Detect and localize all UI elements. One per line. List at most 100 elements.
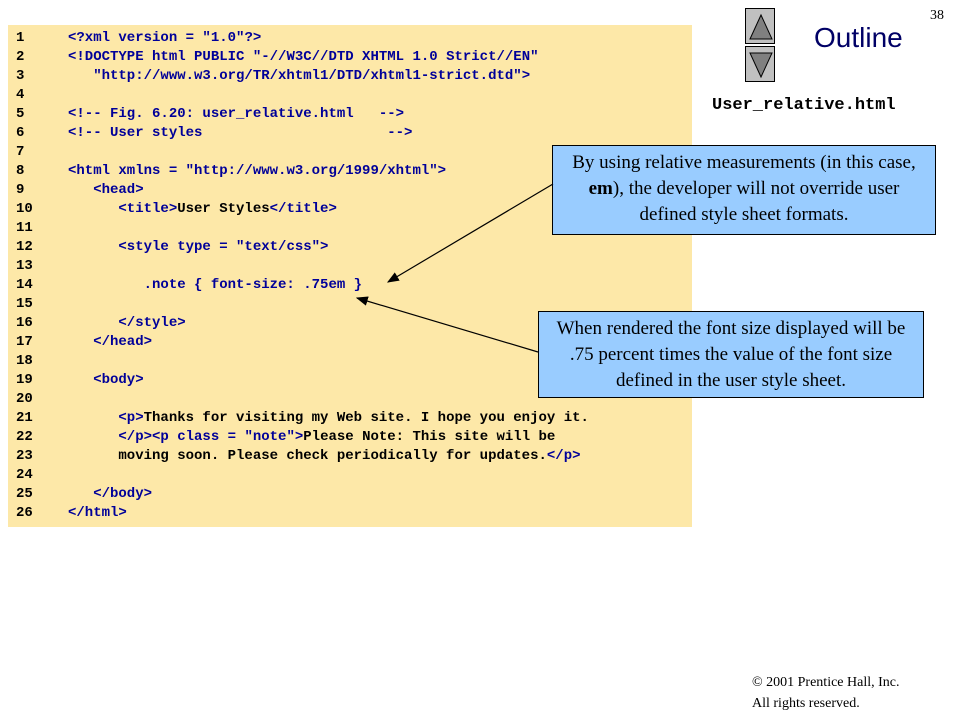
- code-token: <head>: [68, 182, 144, 198]
- code-token: >: [437, 163, 447, 179]
- code-token: "text/css": [236, 239, 321, 255]
- code-line: 13: [8, 257, 692, 276]
- line-number: 14: [16, 277, 33, 293]
- up-arrow-icon: [749, 13, 773, 40]
- line-number: 17: [16, 334, 33, 350]
- callout-relative-measurements: By using relative measurements (in this …: [552, 145, 936, 235]
- arrow-to-em-value: [355, 296, 539, 353]
- line-number: 4: [16, 87, 25, 103]
- code-line: 9 <head>: [8, 181, 692, 200]
- line-number: 3: [16, 68, 25, 84]
- code-token: <p>: [68, 410, 144, 426]
- line-number: 20: [16, 391, 33, 407]
- line-number: 2: [16, 49, 25, 65]
- line-number: 10: [16, 201, 33, 217]
- code-text: </p><p class = "note">Please Note: This …: [68, 428, 555, 447]
- copyright: © 2001 Prentice Hall, Inc. All rights re…: [752, 672, 900, 714]
- line-number: 26: [16, 505, 33, 521]
- code-token: </p>: [546, 448, 581, 464]
- code-panel: 1 <?xml version = "1.0"?> 2 <!DOCTYPE html …: [8, 25, 692, 527]
- line-number: 1: [16, 30, 25, 46]
- code-token: ?>: [244, 30, 262, 46]
- code-text: </html>: [68, 504, 127, 523]
- code-token: </p><p class =: [68, 429, 245, 445]
- callout-text-pre: By using relative measurements (in this …: [572, 152, 916, 173]
- code-text: <!-- User styles -->: [68, 124, 412, 143]
- line-number: 15: [16, 296, 33, 312]
- code-token: "1.0": [202, 30, 245, 46]
- code-token: <body>: [68, 372, 144, 388]
- code-token: >: [320, 239, 329, 255]
- code-text: </style>: [68, 314, 186, 333]
- code-text: "http://www.w3.org/TR/xhtml1/DTD/xhtml1-…: [68, 67, 530, 86]
- code-text: <!DOCTYPE html PUBLIC "-//W3C//DTD XHTML…: [68, 48, 539, 67]
- code-token: <!-- User styles -->: [68, 125, 413, 141]
- callout-text: When rendered the font size displayed wi…: [556, 318, 906, 391]
- code-line: 7: [8, 143, 692, 162]
- code-token: <style type =: [68, 239, 237, 255]
- code-text: <body>: [68, 371, 144, 390]
- code-token: </title>: [269, 201, 337, 217]
- line-number: 6: [16, 125, 25, 141]
- code-token: Please Note: This site will be: [303, 429, 556, 445]
- code-line: 23 moving soon. Please check periodicall…: [8, 447, 692, 466]
- code-text: moving soon. Please check periodically f…: [68, 447, 581, 466]
- code-text: <!-- Fig. 6.20: user_relative.html -->: [68, 105, 404, 124]
- line-number: 9: [16, 182, 25, 198]
- code-line: 3 "http://www.w3.org/TR/xhtml1/DTD/xhtml…: [8, 67, 692, 86]
- nav-up-button[interactable]: [745, 8, 775, 44]
- code-line: 21 <p>Thanks for visiting my Web site. I…: [8, 409, 692, 428]
- code-line: 4: [8, 86, 692, 105]
- code-line: 25 </body>: [8, 485, 692, 504]
- copyright-line-2: All rights reserved.: [752, 696, 860, 711]
- line-number: 7: [16, 144, 25, 160]
- code-text: </head>: [68, 333, 152, 352]
- line-number: 8: [16, 163, 25, 179]
- code-token: Thanks for visiting my Web site. I hope …: [143, 410, 589, 426]
- line-number: 11: [16, 220, 33, 236]
- copyright-line-1: © 2001 Prentice Hall, Inc.: [752, 675, 900, 690]
- code-token: "http://www.w3.org/1999/xhtml": [185, 163, 438, 179]
- code-text: <head>: [68, 181, 144, 200]
- code-token: <html xmlns =: [68, 163, 186, 179]
- code-token: >: [521, 68, 531, 84]
- code-token: moving soon. Please check periodically f…: [68, 448, 547, 464]
- code-line: 18: [8, 352, 692, 371]
- code-token: </style>: [68, 315, 186, 331]
- code-text: <?xml version = "1.0"?>: [68, 29, 261, 48]
- slide-number: 38: [930, 8, 944, 23]
- line-number: 5: [16, 106, 25, 122]
- code-text: <html xmlns = "http://www.w3.org/1999/xh…: [68, 162, 446, 181]
- code-text: .note { font-size: .75em }: [68, 276, 362, 295]
- code-line: 1 <?xml version = "1.0"?>: [8, 29, 692, 48]
- code-token: >: [294, 429, 304, 445]
- code-line: 5 <!-- Fig. 6.20: user_relative.html -->: [8, 105, 692, 124]
- code-text: <p>Thanks for visiting my Web site. I ho…: [68, 409, 589, 428]
- code-line: 17 </head>: [8, 333, 692, 352]
- code-token: <!-- Fig. 6.20: user_relative.html -->: [68, 106, 405, 122]
- line-number: 16: [16, 315, 33, 331]
- code-line: 14 .note { font-size: .75em }: [8, 276, 692, 295]
- code-token: </html>: [68, 505, 127, 521]
- arrow-to-font-size: [386, 183, 554, 283]
- code-token: User Styles: [177, 201, 270, 217]
- line-number: 18: [16, 353, 33, 369]
- code-token: "-//W3C//DTD XHTML 1.0 Strict//EN": [252, 49, 539, 65]
- code-line: 22 </p><p class = "note">Please Note: Th…: [8, 428, 692, 447]
- nav-down-button[interactable]: [745, 46, 775, 82]
- callout-font-size: When rendered the font size displayed wi…: [538, 311, 924, 398]
- code-token: <!DOCTYPE html PUBLIC: [68, 49, 253, 65]
- code-line: 20: [8, 390, 692, 409]
- code-line: 24: [8, 466, 692, 485]
- code-line: 12 <style type = "text/css">: [8, 238, 692, 257]
- code-token: "http://www.w3.org/TR/xhtml1/DTD/xhtml1-…: [68, 68, 522, 84]
- code-token: .note { font-size: .75em }: [68, 277, 363, 293]
- file-name: User_relative.html: [712, 96, 896, 115]
- line-number: 24: [16, 467, 33, 483]
- callout-text-post: ), the developer will not override user …: [612, 178, 900, 225]
- line-number: 25: [16, 486, 33, 502]
- code-line: 8 <html xmlns = "http://www.w3.org/1999/x…: [8, 162, 692, 181]
- outline-title: Outline: [814, 22, 903, 53]
- code-text: <style type = "text/css">: [68, 238, 328, 257]
